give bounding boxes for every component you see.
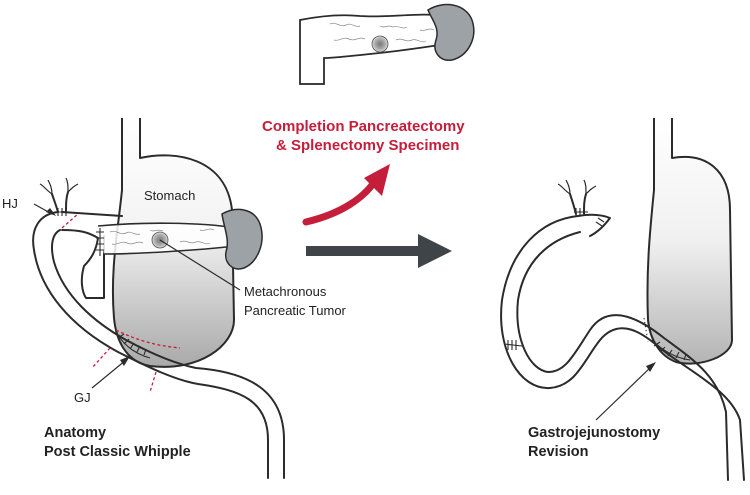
label-specimen-line1: Completion Pancreatectomy [262,118,465,135]
label-specimen-line2: & Splenectomy Specimen [276,137,459,154]
label-revision-line1: Gastrojejunostomy [528,425,660,441]
spleen-left [221,208,263,270]
label-gj: GJ [74,390,91,405]
labels: HJ Stomach Metachronous Pancreatic Tumor… [2,118,660,460]
label-tumor-line1: Metachronous [244,284,327,299]
label-revision-line2: Revision [528,444,588,460]
label-anatomy-line1: Anatomy [44,425,106,441]
label-anatomy-line2: Post Classic Whipple [44,444,191,460]
stomach-right [646,118,733,365]
right-anatomy [500,118,745,481]
specimen [299,3,475,85]
left-anatomy [32,118,285,479]
label-stomach: Stomach [144,188,195,203]
jejunum-right [500,215,745,481]
transition-arrow [306,234,452,268]
label-tumor-line2: Pancreatic Tumor [244,303,347,318]
tumor-specimen [371,35,389,53]
specimen-arrow [302,164,390,226]
jejunal-loop-left [32,211,269,479]
spleen-specimen [427,3,475,61]
label-hj: HJ [2,196,18,211]
